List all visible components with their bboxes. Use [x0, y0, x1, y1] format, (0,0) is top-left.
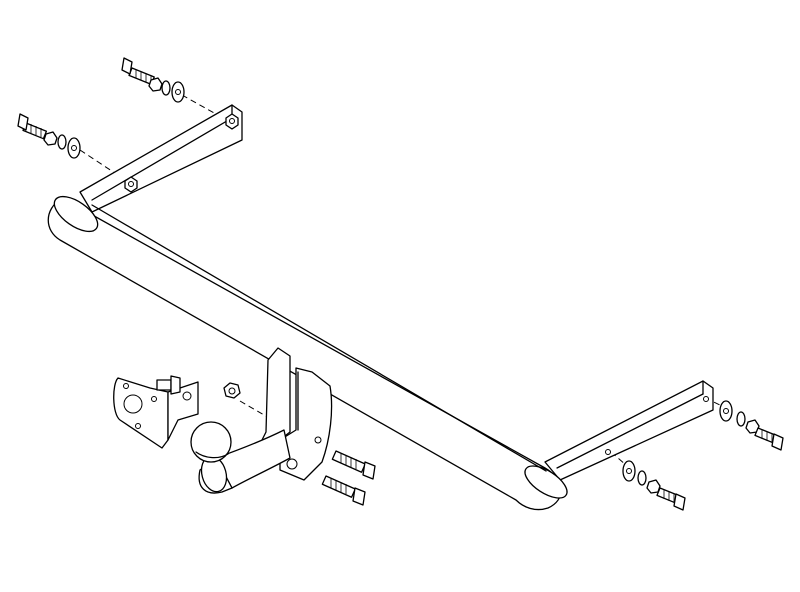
bolt-set-upper-right: [719, 400, 784, 451]
neck-bolt-upper: [331, 450, 376, 480]
left-bracket: [79, 104, 243, 213]
spring-washer: [736, 411, 746, 427]
bolt: [656, 487, 686, 511]
bolt-set-mid-left: [17, 113, 81, 159]
mount-hole-lower: [286, 458, 298, 470]
neck-mount-plate: [261, 347, 333, 481]
spring-washer: [637, 470, 647, 486]
bolt-set-top-left: [121, 57, 185, 103]
nut: [148, 77, 163, 92]
neck-bolt-lower: [321, 475, 366, 506]
bracket-hole-lower: [605, 449, 611, 455]
loose-nut: [223, 382, 241, 399]
spring-washer: [161, 80, 171, 96]
right-bracket: [544, 380, 714, 481]
bolt-set-lower-right: [622, 460, 686, 511]
socket-bolt: [156, 375, 192, 401]
cross-beam: [47, 195, 568, 511]
tow-ball-neck: [190, 421, 291, 494]
bolt: [754, 427, 784, 451]
bolt: [121, 57, 155, 86]
bolt: [17, 113, 48, 140]
bracket-nut-lower: [124, 176, 138, 193]
bracket-hole-top: [703, 396, 709, 402]
nut: [43, 131, 58, 146]
electrical-socket-plate: [113, 375, 199, 449]
nut: [646, 479, 661, 494]
tow-ball: [190, 421, 232, 463]
bracket-nut-top: [225, 113, 239, 130]
mount-hole-upper: [314, 436, 322, 444]
spring-washer: [57, 134, 67, 150]
